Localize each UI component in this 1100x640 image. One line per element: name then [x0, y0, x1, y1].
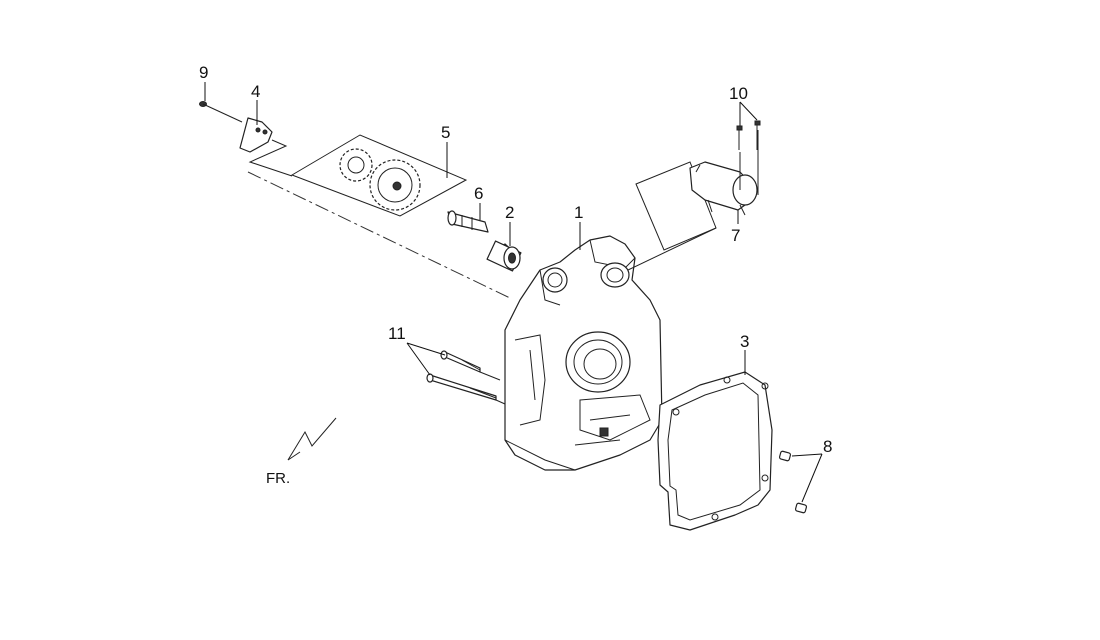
callout-11: 11 [388, 324, 406, 343]
callout-1: 1 [574, 203, 583, 222]
assembly-line-gears [247, 171, 511, 299]
leader-8 [791, 453, 823, 503]
dowel-pins [778, 450, 808, 514]
long-bolts [426, 350, 506, 405]
leader-11 [406, 342, 446, 376]
callout-9: 9 [199, 63, 208, 82]
gasket [657, 371, 773, 531]
callout-4: 4 [251, 82, 260, 101]
leader-10 [739, 101, 758, 126]
assembly-line-motor [627, 227, 717, 271]
callout-3: 3 [740, 332, 749, 351]
crankcase-cover [504, 235, 663, 471]
callout-7: 7 [731, 226, 740, 245]
bearing [486, 240, 522, 272]
gear-set [290, 134, 468, 217]
front-direction-arrow-icon [287, 417, 337, 461]
front-direction-label: FR. [266, 470, 290, 487]
callout-2: 2 [505, 203, 514, 222]
callout-8: 8 [823, 437, 832, 456]
callout-6: 6 [474, 184, 483, 203]
callout-10: 10 [729, 84, 748, 103]
shaft [447, 210, 489, 233]
bracket [239, 117, 273, 153]
screw [199, 101, 243, 123]
assembly-line-bracket [248, 139, 293, 177]
callout-5: 5 [441, 123, 450, 142]
